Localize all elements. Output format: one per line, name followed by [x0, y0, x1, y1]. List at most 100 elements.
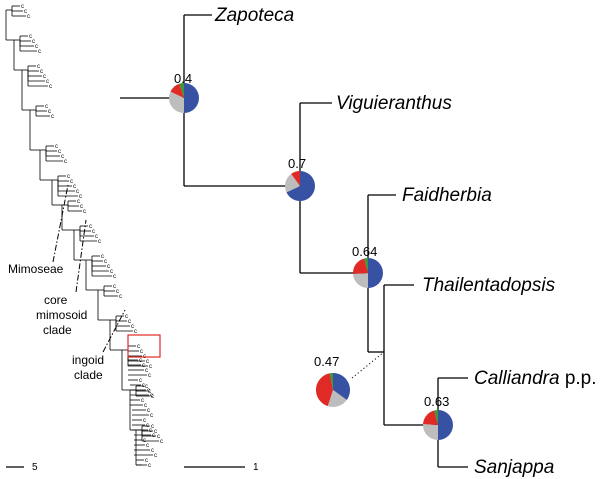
overview-tip-label: c: [48, 109, 51, 115]
overview-tip-label: c: [131, 324, 134, 330]
overview-tip-label: c: [140, 349, 143, 355]
overview-tip-label: c: [70, 179, 73, 185]
overview-tip-label: c: [43, 74, 46, 80]
overview-tip-label: c: [107, 264, 110, 270]
overview-tip-label: c: [148, 373, 151, 379]
overview-tip-label: c: [149, 428, 152, 434]
overview-tip-label: c: [61, 154, 64, 160]
overview-tip-label: c: [150, 393, 153, 399]
overview-tip-label: c: [37, 64, 40, 70]
clade-label-core-1: core: [44, 293, 68, 307]
overview-tip-label: c: [128, 319, 131, 325]
mimoseae-pointer: [52, 184, 69, 263]
pie-node2: [285, 171, 315, 201]
support-node1: 0.4: [174, 71, 192, 86]
main-tree-branches: [120, 14, 468, 468]
overview-tip-label: c: [134, 329, 137, 335]
pie-slice-green: [434, 410, 438, 425]
overview-tip-label: c: [125, 314, 128, 320]
clade-label-core-2: mimosoid: [36, 308, 87, 322]
pie-slice-blue: [368, 258, 383, 288]
taxon-calliandra: Calliandra p.p.: [474, 368, 597, 389]
overview-tip-label: c: [139, 358, 142, 364]
overview-tip-label: c: [146, 443, 149, 449]
overview-tip-label: c: [157, 434, 160, 440]
overview-tip-label: c: [76, 189, 79, 195]
taxon-faidherbia: Faidherbia: [402, 185, 492, 206]
pie-slice-red: [170, 83, 184, 98]
overview-tip-label: c: [46, 79, 49, 85]
overview-tip-label: c: [145, 458, 148, 464]
overview-tip-label: c: [29, 34, 32, 40]
overview-tip-label: c: [24, 9, 27, 15]
overview-tip-label: c: [142, 363, 145, 369]
clade-label-core-3: clade: [43, 323, 72, 337]
overview-tip-label: c: [67, 174, 70, 180]
overview-tip-label: c: [152, 433, 155, 439]
overview-tip-label: c: [49, 84, 52, 90]
overview-tip-label: c: [110, 269, 113, 275]
overview-tip-label: c: [151, 448, 154, 454]
overview-tip-label: c: [137, 344, 140, 350]
pie-slice-blue: [184, 83, 199, 113]
overview-tip-label: c: [154, 429, 157, 435]
taxon-sanjappa: Sanjappa: [474, 457, 554, 478]
overview-tip-label: c: [92, 229, 95, 235]
overview-tip-label: c: [40, 69, 43, 75]
pie-slice-blue: [438, 410, 453, 440]
overview-tip-label: c: [21, 4, 24, 10]
taxon-thailentadopsis: Thailentadopsis: [422, 275, 556, 296]
taxon-viguieranthus: Viguieranthus: [336, 93, 452, 114]
overview-tip-label: c: [83, 209, 86, 215]
support-node4: 0.47: [314, 354, 339, 369]
pie-node1: [169, 83, 199, 113]
overview-tip-label: c: [51, 114, 54, 120]
overview-tip-label: c: [80, 204, 83, 210]
overview-tip-label: c: [98, 239, 101, 245]
overview-tip-label: c: [58, 149, 61, 155]
overview-tip-label: c: [89, 224, 92, 230]
clade-label-mimoseae: Mimoseae: [8, 262, 64, 276]
ingoid-pointer: [102, 309, 126, 353]
pie-node5: [423, 410, 453, 440]
overview-tip-label: c: [35, 44, 38, 50]
overview-tip-label: c: [141, 398, 144, 404]
pie-slice-green: [179, 83, 184, 98]
support-node2: 0.7: [288, 156, 306, 171]
overview-tip-label: c: [27, 14, 30, 20]
overview-tip-label: c: [147, 408, 150, 414]
pie-slice-blue: [286, 171, 315, 201]
pie-slice-grey: [327, 390, 347, 407]
pie-slice-red: [423, 410, 438, 425]
overview-tip-label: c: [77, 199, 80, 205]
overview-tip-label: c: [143, 438, 146, 444]
overview-tip-label: c: [146, 359, 149, 365]
pie-slice-blue: [333, 373, 350, 400]
overview-tip-label: c: [148, 389, 151, 395]
pie-slice-red: [316, 373, 333, 407]
clade-label-ingoid-2: clade: [74, 368, 103, 382]
pie-slice-red: [291, 171, 300, 186]
overview-tip-label: c: [151, 424, 154, 430]
pie-node4: [316, 373, 350, 407]
clade-pointers: [52, 184, 126, 353]
overview-tree: cccccccccccccccccccccccccccccccccccccccc…: [5, 4, 163, 469]
scale-label-main: 1: [253, 462, 259, 473]
pie-slice-grey: [169, 91, 184, 113]
ancestral-state-pies: [169, 83, 453, 440]
overview-tip-label: c: [119, 294, 122, 300]
overview-tip-label: c: [79, 194, 82, 200]
overview-tip-label: c: [149, 364, 152, 370]
overview-tip-label: c: [95, 234, 98, 240]
uncertain-node-connector: [351, 351, 385, 379]
overview-tip-label: c: [101, 254, 104, 260]
overview-tip-label: c: [32, 39, 35, 45]
core-mimosoid-pointer: [75, 219, 87, 293]
overview-tip-label: c: [144, 403, 147, 409]
overview-tip-label: c: [151, 394, 154, 400]
pie-slice-green: [364, 258, 368, 273]
overview-tip-label: c: [113, 274, 116, 280]
pie-node3: [353, 258, 383, 288]
pie-slice-grey: [353, 273, 368, 288]
